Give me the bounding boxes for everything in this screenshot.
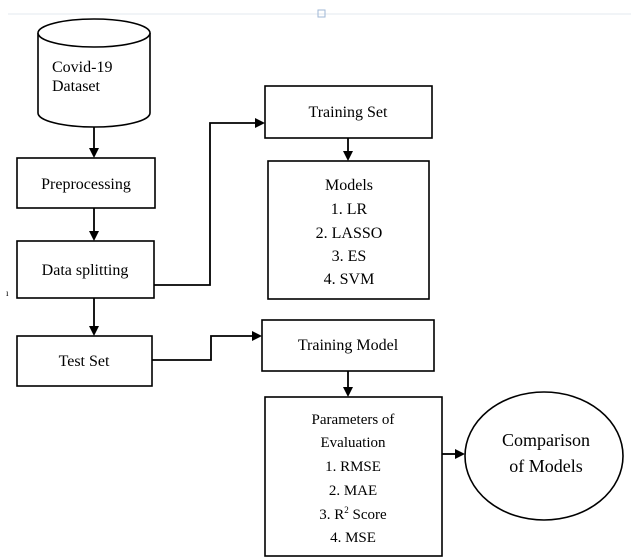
- preprocessing-label: Preprocessing: [41, 176, 131, 193]
- evaluation-box: Parameters of Evaluation 1. RMSE 2. MAE …: [264, 396, 443, 557]
- comparison-ellipse: Comparison of Models: [464, 391, 624, 521]
- data-splitting-box: Data splitting: [16, 240, 155, 299]
- preprocessing-box: Preprocessing: [16, 157, 156, 209]
- dataset-label-line2: Dataset: [52, 78, 101, 95]
- evaluation-title-line2: Evaluation: [321, 435, 386, 451]
- training-model-label: Training Model: [298, 337, 399, 354]
- arrow-preprocessing-to-splitting: [89, 208, 99, 241]
- metric-r2-base: 3. R: [319, 507, 344, 523]
- comparison-label-line1: Comparison: [502, 430, 590, 450]
- models-box: Models 1. LR 2. LASSO 3. ES 4. SVM: [267, 160, 430, 300]
- arrow-trainingmodel-to-evaluation: [343, 371, 353, 397]
- model-item-lasso: 2. LASSO: [316, 225, 383, 242]
- model-item-es: 3. ES: [332, 248, 367, 265]
- arrow-splitting-to-testset: [89, 298, 99, 336]
- arrow-evaluation-to-comparison: [442, 449, 465, 459]
- arrow-dataset-to-preprocessing: [89, 127, 99, 158]
- dataset-cylinder: Covid-19 Dataset: [37, 18, 151, 128]
- dataset-label-line1: Covid-19: [52, 59, 112, 76]
- metric-item-r2: 3. R2 Score: [319, 505, 387, 523]
- training-model-box: Training Model: [261, 319, 435, 372]
- metric-item-rmse: 1. RMSE: [325, 459, 381, 475]
- metric-r2-superscript: 2: [344, 505, 349, 515]
- arrow-trainingset-to-models: [343, 138, 353, 161]
- metric-item-mse: 4. MSE: [330, 530, 376, 546]
- metric-r2-suffix: Score: [349, 507, 387, 523]
- training-set-label: Training Set: [309, 104, 389, 121]
- model-item-lr: 1. LR: [331, 201, 368, 218]
- test-set-label: Test Set: [59, 353, 110, 370]
- margin-mark: ı: [6, 288, 9, 298]
- comparison-label-line2: of Models: [509, 456, 583, 476]
- training-set-box: Training Set: [264, 85, 433, 139]
- data-splitting-label: Data splitting: [42, 262, 129, 279]
- metric-item-mae: 2. MAE: [329, 483, 377, 499]
- model-item-svm: 4. SVM: [324, 271, 375, 288]
- arrow-splitting-to-trainingset: [154, 118, 265, 286]
- selection-handle: [317, 9, 326, 18]
- test-set-box: Test Set: [16, 335, 153, 387]
- arrow-testset-to-trainingmodel: [152, 331, 262, 361]
- models-title: Models: [325, 177, 373, 194]
- evaluation-title-line1: Parameters of: [312, 412, 395, 428]
